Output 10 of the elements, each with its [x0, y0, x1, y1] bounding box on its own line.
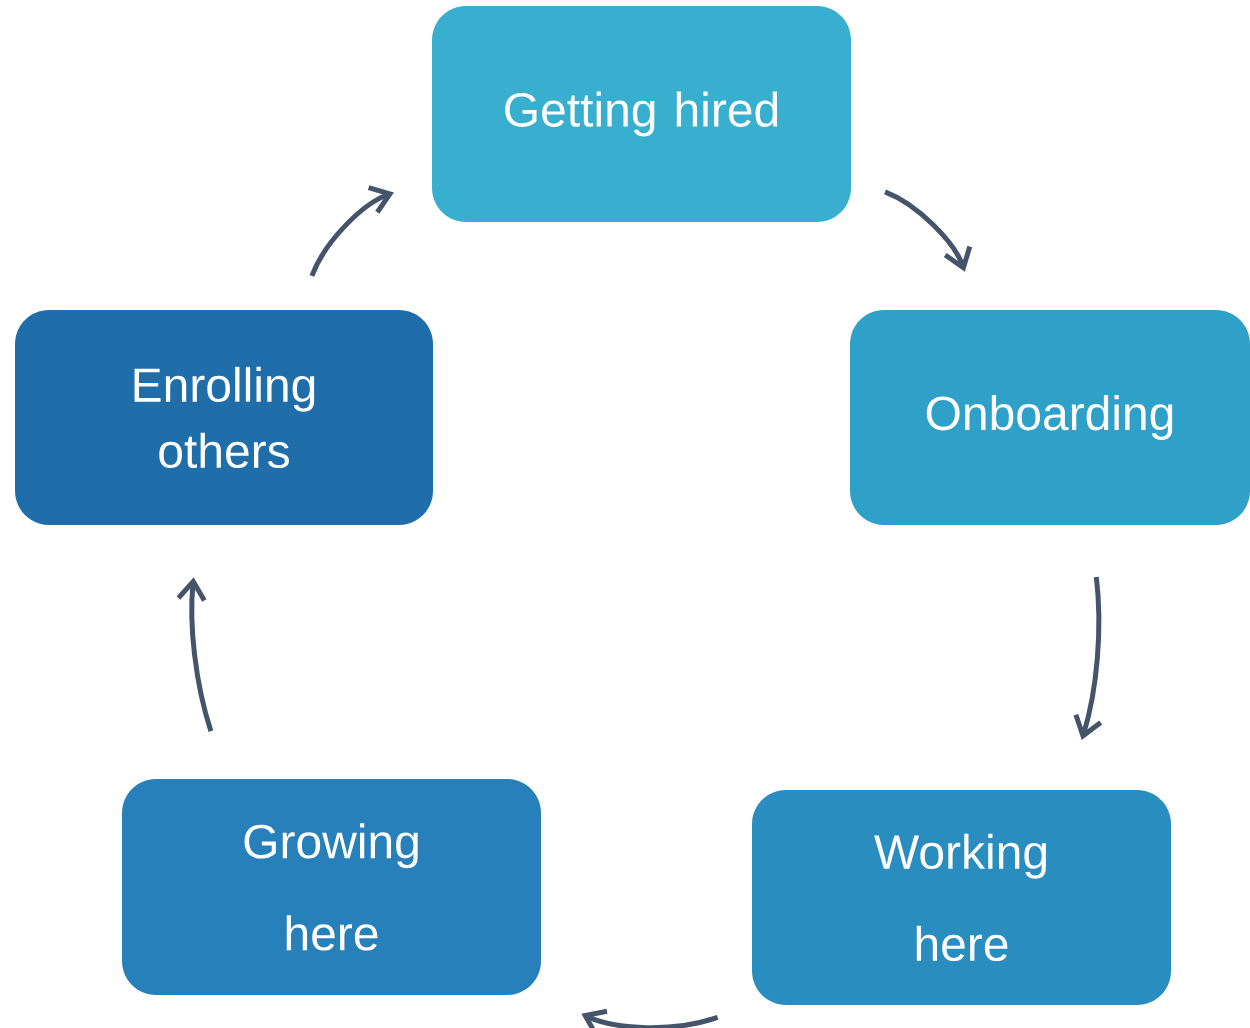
arrow: [1073, 576, 1103, 740]
process-box: Onboarding: [850, 310, 1250, 525]
process-box: Enrolling others: [15, 310, 433, 525]
arrow: [581, 1008, 719, 1028]
process-box: Growing here: [122, 779, 541, 995]
process-box: Getting hired: [432, 6, 851, 222]
arrow: [884, 189, 973, 272]
process-box: Working here: [752, 790, 1171, 1005]
arrow: [176, 577, 214, 732]
arrow: [309, 185, 394, 277]
